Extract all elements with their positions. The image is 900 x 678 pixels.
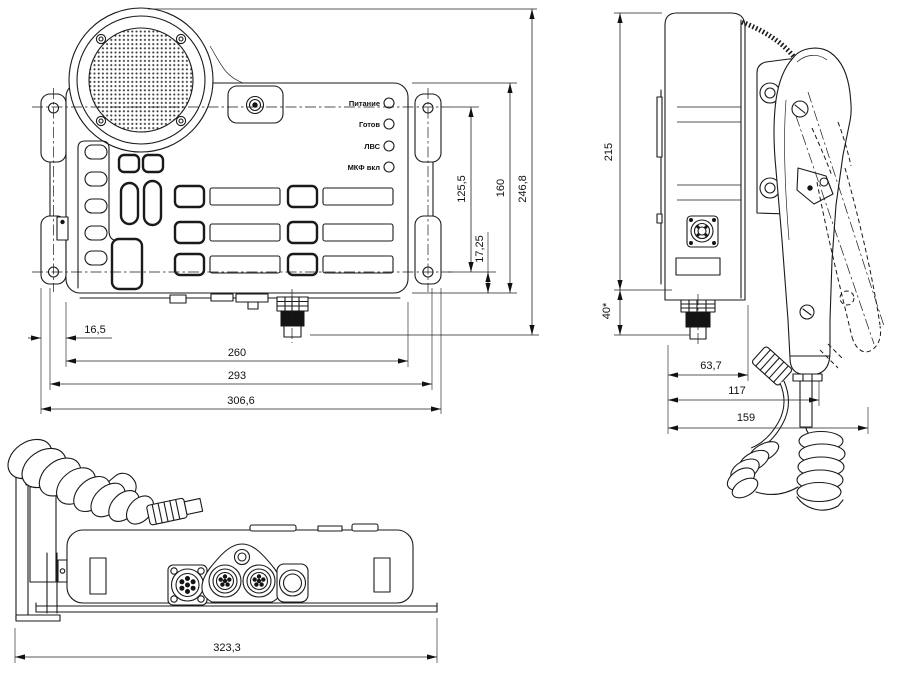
big-button <box>110 237 144 291</box>
handset-cord-stub <box>799 380 813 428</box>
dim-bottom-overall-width: 323,3 <box>213 642 241 654</box>
speaker-grille <box>88 27 194 133</box>
front-dimensions-horizontal: 16,5 260 293 306,6 <box>28 288 442 414</box>
dim-left-offset: 16,5 <box>84 324 105 336</box>
cord-connector <box>146 497 204 526</box>
handset-cable-top <box>741 19 796 59</box>
channel-button <box>173 220 206 245</box>
channel-button <box>286 220 319 245</box>
pill-button <box>142 179 163 227</box>
circular-connector-1 <box>167 564 208 606</box>
vent-slots <box>84 144 108 266</box>
bottom-view: 323,3 <box>7 438 438 663</box>
led-power-icon <box>383 97 395 109</box>
channel-button <box>286 252 319 277</box>
label-window <box>209 223 281 242</box>
label-window <box>322 187 394 206</box>
dual-connector-plate <box>201 543 283 603</box>
microphone-panel <box>227 85 284 124</box>
speaker <box>68 7 244 153</box>
centerlines-front <box>32 88 452 343</box>
dim-side-height: 215 <box>603 143 615 161</box>
channel-button <box>173 184 206 209</box>
dim-plate-width: 293 <box>228 370 246 382</box>
dim-side-bottom-ref: 40* <box>601 302 613 319</box>
dim-hole-spacing: 125,5 <box>456 175 468 203</box>
connector-panel <box>167 543 309 606</box>
bottom-fittings <box>169 293 309 338</box>
front-dimensions-vertical: 125,5 17,25 160 246,8 <box>148 8 539 336</box>
side-latch <box>56 216 69 241</box>
label-window <box>322 223 394 242</box>
dim-depth-overall: 159 <box>737 412 755 424</box>
foot-slot <box>89 557 107 595</box>
dim-overall-width: 306,6 <box>227 395 255 407</box>
led-label-mic-on: МКФ вкл <box>348 163 381 172</box>
label-window <box>322 255 394 274</box>
channel-button-grid <box>173 184 394 277</box>
side-face-connector <box>686 215 719 248</box>
small-button <box>117 153 141 174</box>
small-button <box>141 153 165 174</box>
led-ready-icon <box>383 118 395 130</box>
handset-hinge <box>796 167 834 205</box>
circular-connector-2 <box>276 563 309 603</box>
led-lan-icon <box>383 140 395 152</box>
dim-body-width: 260 <box>228 347 246 359</box>
led-mic-on-icon <box>383 161 395 173</box>
coiled-cord-bottom <box>7 438 204 526</box>
keypad-left-buttons <box>110 153 165 291</box>
side-dimensions: 215 40* 63,7 117 159 <box>601 12 869 434</box>
coiled-cord-side <box>726 346 846 511</box>
led-label-ready: Готов <box>359 120 380 129</box>
foot-slot <box>373 557 391 593</box>
label-plate <box>675 257 721 276</box>
handset-alternate-position <box>795 91 885 369</box>
dim-body-height: 160 <box>495 179 507 197</box>
handset <box>773 47 852 428</box>
rf-connector-side <box>680 294 716 346</box>
front-view: Питание Готов ЛВС МКФ вкл <box>28 7 539 414</box>
device-body-side <box>664 12 746 301</box>
led-label-power: Питание <box>349 99 380 108</box>
pill-button <box>119 181 140 226</box>
bottom-dimension: 323,3 <box>14 618 438 663</box>
side-view: 215 40* 63,7 117 159 <box>601 12 885 511</box>
dim-overall-height: 246,8 <box>517 175 529 203</box>
label-window <box>209 255 281 274</box>
dim-depth-body: 63,7 <box>700 360 721 372</box>
dim-depth-handset: 117 <box>728 385 746 397</box>
speaker-screws <box>95 33 187 127</box>
bracket-tab <box>57 559 68 583</box>
channel-button <box>286 184 319 209</box>
latch-pin-icon <box>60 219 65 225</box>
channel-button <box>173 252 206 277</box>
label-window <box>209 187 281 206</box>
dim-hole-offset: 17,25 <box>474 235 486 263</box>
led-indicators: Питание Готов ЛВС МКФ вкл <box>348 97 395 173</box>
keypad-recess-outline <box>77 140 120 289</box>
led-label-lan: ЛВС <box>364 142 380 151</box>
